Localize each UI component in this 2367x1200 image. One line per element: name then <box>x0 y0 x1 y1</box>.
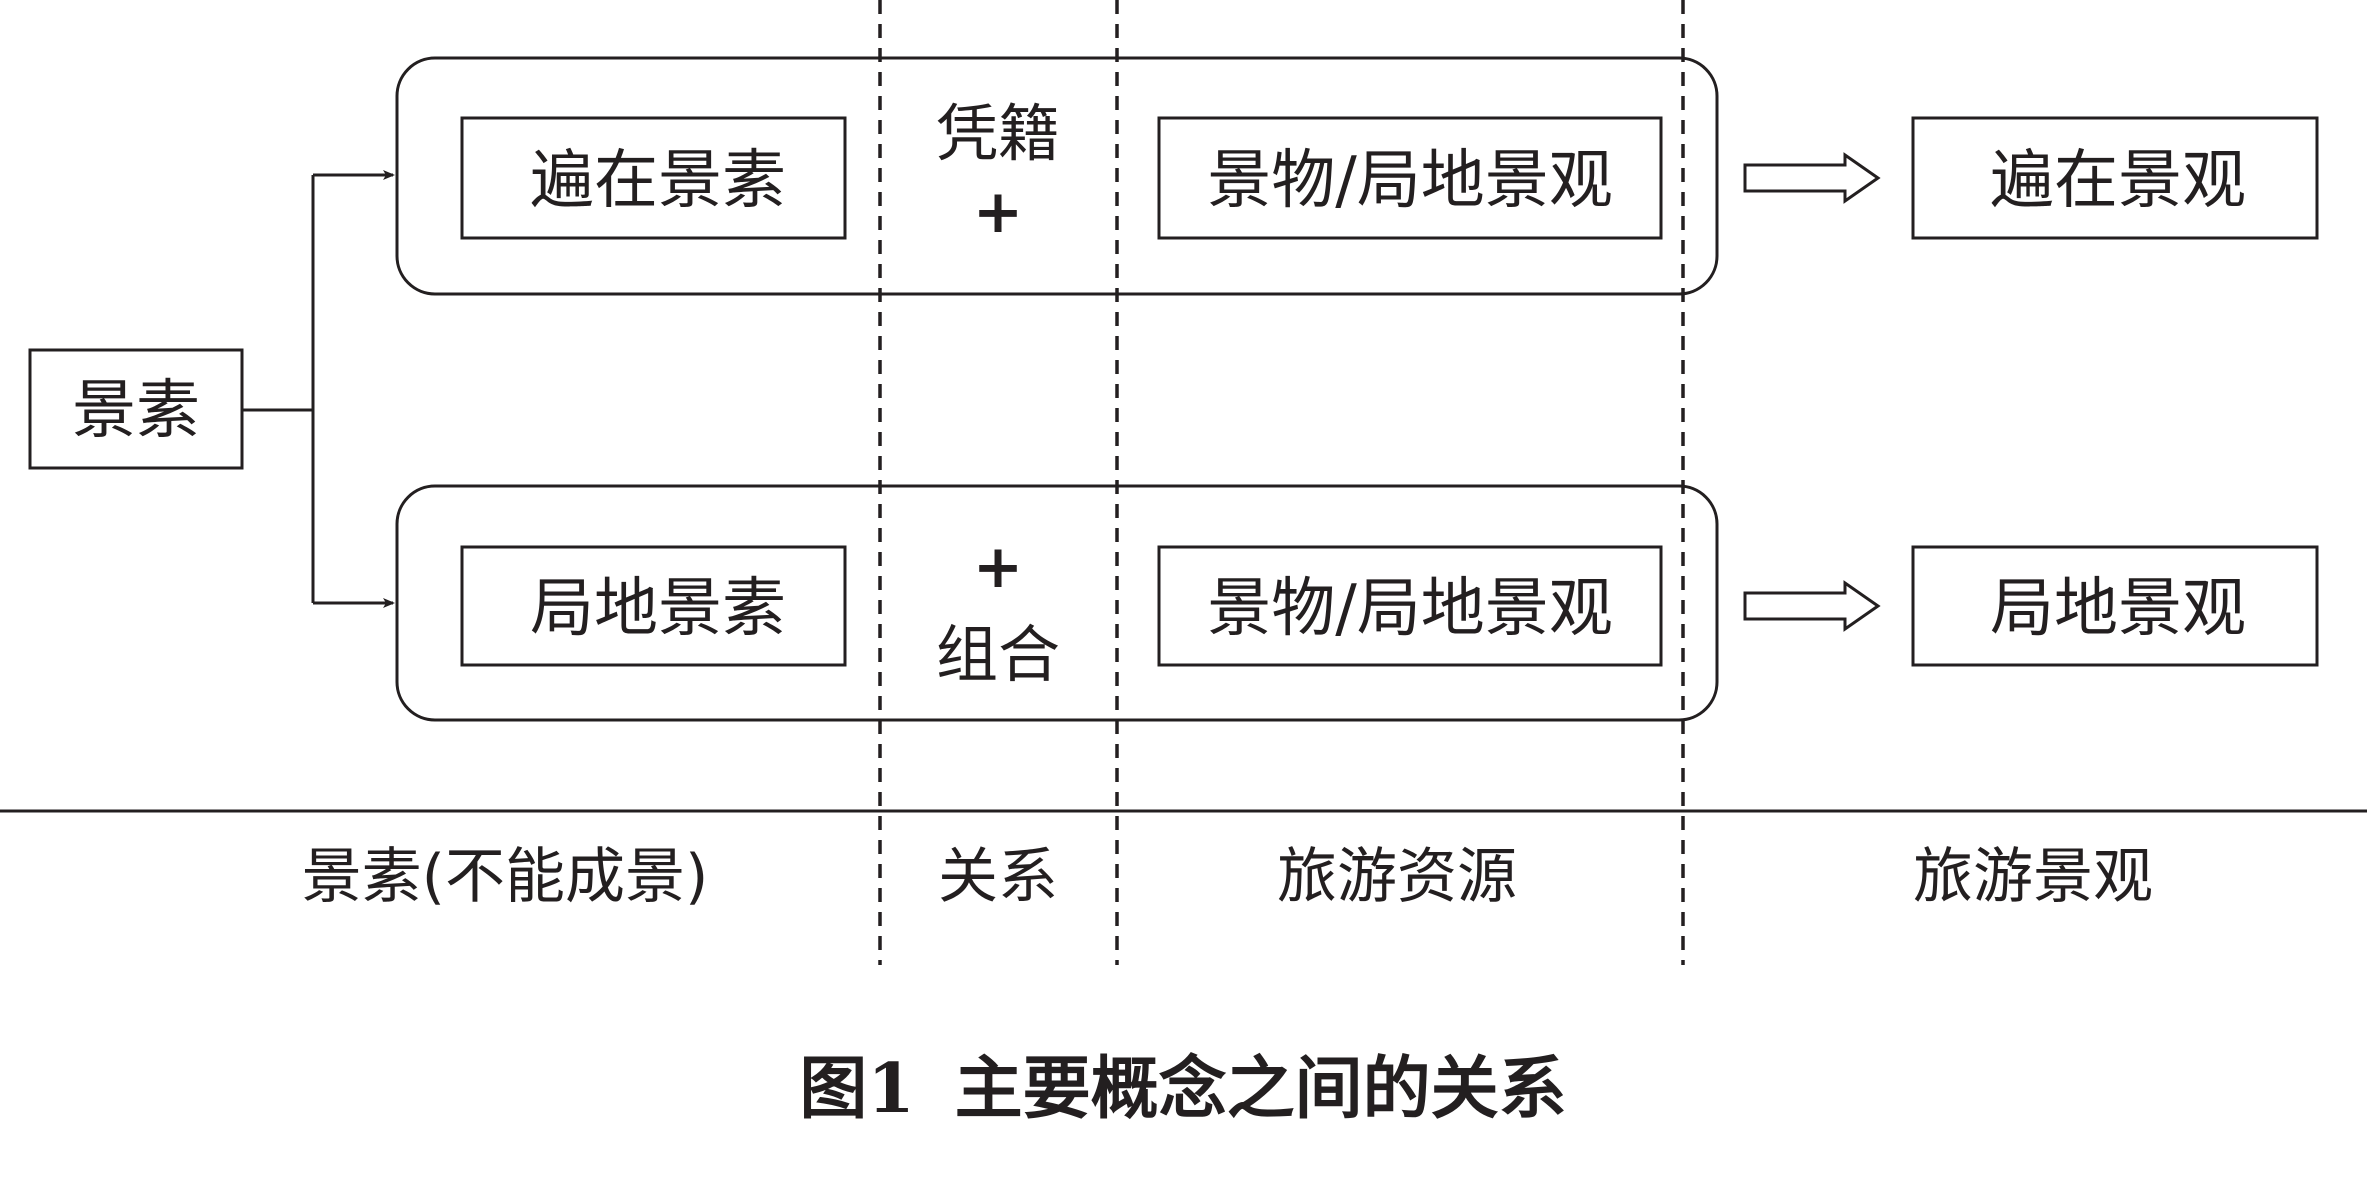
top-group-container <box>395 56 1719 296</box>
category-landscape-label: 旅游景观 <box>1913 842 2153 912</box>
top-output-label: 遍在景观 <box>1990 144 2246 218</box>
top-relation-label: 凭籍 <box>936 97 1060 170</box>
bottom-input-box <box>460 545 847 667</box>
top-resource-label: 景物/局地景观 <box>1207 144 1613 218</box>
bottom-resource-box <box>1157 545 1663 667</box>
figure-number: 图1 <box>799 1049 914 1129</box>
figure-title: 主要概念之间的关系 <box>955 1049 1567 1129</box>
bottom-hollow-arrow <box>1743 580 1881 632</box>
bottom-row-group: 局地景素 + 组合 景物/局地景观 <box>395 484 1719 722</box>
bottom-group-container <box>395 484 1719 722</box>
bottom-output-box <box>1911 545 2319 667</box>
top-input-label: 遍在景素 <box>530 144 786 218</box>
top-input-box <box>460 116 847 240</box>
root-node: 景素 <box>28 348 244 470</box>
bottom-relation-label: 组合 <box>936 618 1060 691</box>
bottom-plus-sign: + <box>973 532 1023 602</box>
top-output-box <box>1911 116 2319 240</box>
top-output-node: 遍在景观 <box>1911 116 2319 240</box>
top-row-group: 遍在景素 凭籍 + 景物/局地景观 <box>395 56 1719 296</box>
bottom-input-label: 局地景素 <box>530 572 786 646</box>
root-node-label: 景素 <box>72 374 200 448</box>
top-plus-sign: + <box>973 177 1023 247</box>
bottom-output-node: 局地景观 <box>1911 545 2319 667</box>
top-resource-box <box>1157 116 1663 240</box>
top-hollow-arrow <box>1743 152 1881 204</box>
bottom-resource-label: 景物/局地景观 <box>1207 572 1613 646</box>
bottom-output-label: 局地景观 <box>1990 572 2246 646</box>
category-elements-label: 景素(不能成景) <box>302 842 709 912</box>
category-resources-label: 旅游资源 <box>1277 842 1517 912</box>
branch-connector <box>242 170 395 608</box>
category-relation-label: 关系 <box>938 842 1058 912</box>
figure-caption: 图1 主要概念之间的关系 <box>799 1049 1566 1129</box>
